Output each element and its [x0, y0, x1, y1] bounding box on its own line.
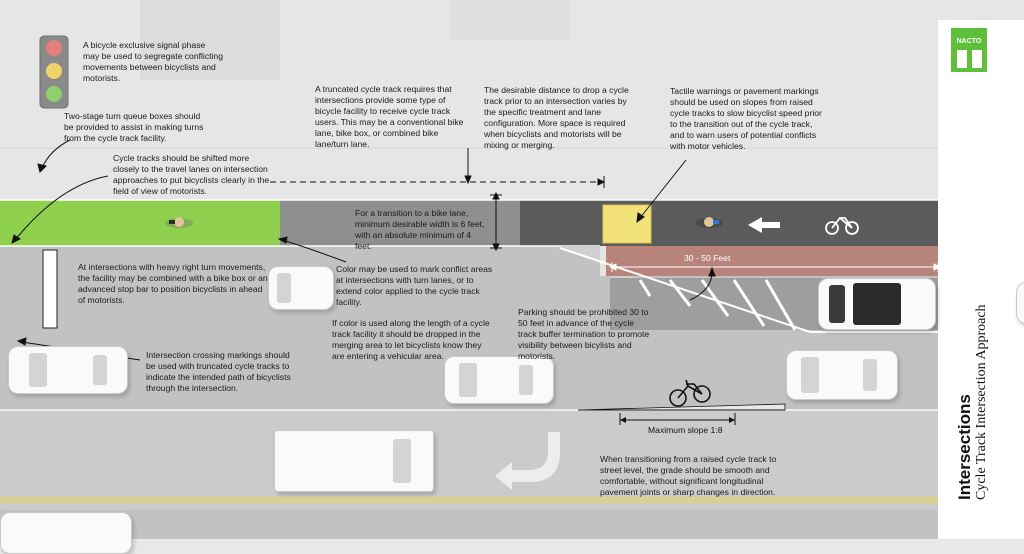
car [268, 266, 334, 310]
buffer-diagonal [559, 247, 811, 333]
annotation-arrows [11, 139, 716, 361]
car [818, 278, 936, 330]
note-bike-lane-width: For a transition to a bike lane, minimum… [355, 208, 485, 251]
note-shifted: Cycle tracks should be shifted more clos… [113, 153, 270, 196]
note-two-stage: Two-stage turn queue boxes should be pro… [64, 111, 204, 143]
turn-arrow-icon [495, 432, 560, 490]
building-shadow [140, 0, 280, 80]
buffer-length-label: 30 - 50 Feet [680, 253, 735, 263]
note-color-conflict: Color may be used to mark conflict areas… [336, 264, 493, 307]
page-title: Intersections [955, 394, 974, 500]
note-truncated: A truncated cycle track requires that in… [315, 84, 464, 149]
building-shadow [450, 0, 570, 40]
note-drop-distance: The desirable distance to drop a cycle t… [484, 85, 629, 150]
car [1016, 282, 1024, 324]
title-band [938, 20, 1024, 539]
bicyclist-icon [165, 217, 193, 228]
note-crossing: Intersection crossing markings should be… [146, 350, 291, 393]
cycle-track-raised [520, 200, 940, 246]
cycle-track-transition [280, 200, 520, 246]
tactile-warning-pad [602, 204, 652, 244]
logo-mark [957, 50, 967, 68]
buffer-edge [600, 246, 606, 276]
width-dimension [490, 191, 502, 252]
buffer-triangle [560, 246, 810, 330]
arrow-left-icon [748, 217, 780, 233]
note-color-length: If color is used along the length of a c… [332, 318, 490, 361]
car [8, 346, 128, 394]
drop-distance-line [270, 176, 606, 188]
road-lane-light [0, 410, 1024, 510]
note-signal-phase: A bicycle exclusive signal phase may be … [83, 40, 223, 83]
page-subtitle: Cycle Track Intersection Approach [974, 304, 989, 500]
stop-bar [42, 249, 58, 329]
bicyclist-icon [695, 217, 723, 228]
slope-ramp [577, 403, 786, 425]
bicycle-icon [669, 379, 711, 407]
note-parking: Parking should be prohibited 30 to 50 fe… [518, 307, 650, 361]
logo-mark [972, 50, 982, 68]
max-slope-label: Maximum slope 1:8 [648, 425, 723, 435]
note-grade: When transitioning from a raised cycle t… [600, 454, 777, 497]
car [274, 430, 434, 492]
car [786, 350, 898, 400]
cycle-track-green [0, 200, 280, 246]
car [0, 512, 132, 554]
car [444, 356, 554, 404]
parking-hatching [638, 279, 797, 331]
traffic-signal-icon [39, 35, 69, 109]
brick-buffer [600, 246, 940, 276]
bike-lane-symbol-icon [825, 216, 859, 235]
note-heavy-right: At intersections with heavy right turn m… [78, 262, 268, 305]
note-tactile: Tactile warnings or pavement markings sh… [670, 86, 822, 151]
logo-text: NACTO [956, 38, 982, 45]
